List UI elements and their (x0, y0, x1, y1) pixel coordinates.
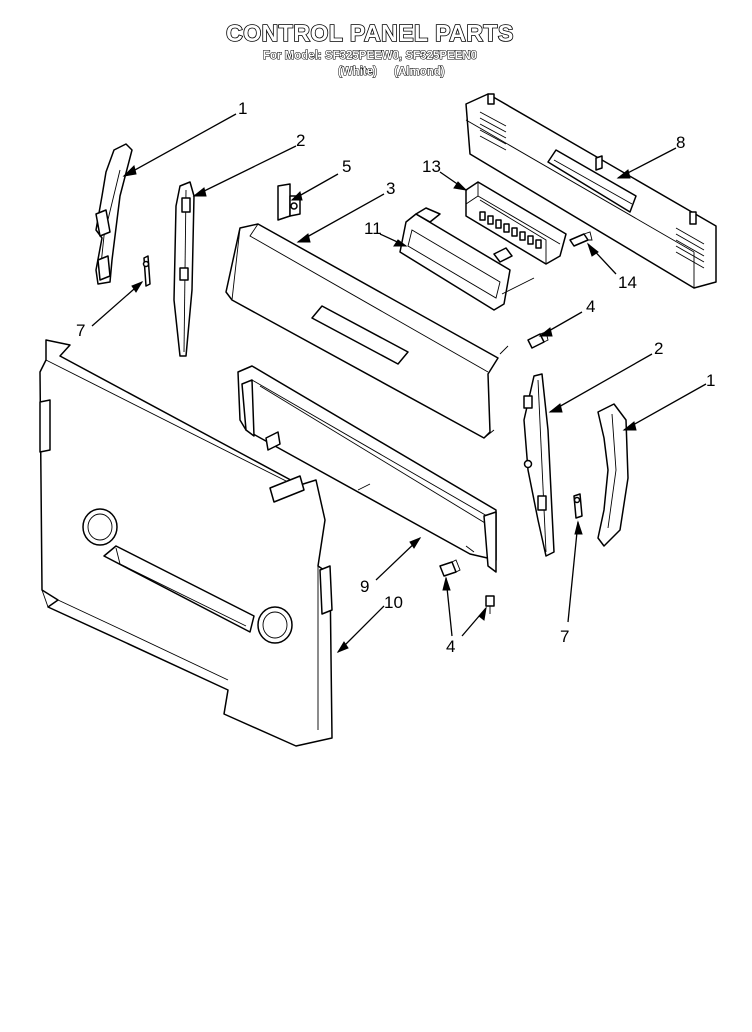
part-clock-module (465, 181, 567, 265)
callout-2-left: 2 (296, 131, 305, 150)
part-back-panel (39, 339, 333, 747)
page-title: CONTROL PANEL PARTS (225, 19, 514, 47)
part-end-cap-right (597, 403, 629, 547)
callout-14: 14 (618, 273, 637, 292)
part-display-bezel (399, 207, 513, 311)
callout-3: 3 (386, 179, 395, 198)
callout-13: 13 (422, 157, 441, 176)
callout-5: 5 (342, 157, 351, 176)
part-clip (277, 183, 301, 221)
callout-10: 10 (384, 593, 403, 612)
screw-4-bottom-a (439, 559, 461, 577)
leader-lines (91, 113, 707, 653)
variant-almond: (Almond) (394, 66, 445, 79)
part-vent-plate (465, 93, 717, 289)
part-side-bracket-right (523, 373, 555, 557)
callout-9: 9 (360, 577, 369, 596)
callout-labels: 1 2 5 3 13 8 11 14 7 4 2 1 9 10 4 7 (76, 99, 715, 656)
callout-4-top: 4 (586, 297, 595, 316)
part-spring-clip-right (573, 493, 583, 519)
screw-4-bottom-b (485, 595, 495, 614)
part-control-panel (225, 223, 499, 439)
color-variants: (White) (Almond) (338, 66, 459, 79)
variant-white: (White) (338, 66, 378, 79)
callout-8: 8 (676, 133, 685, 152)
part-spring-clip-left (142, 255, 151, 287)
callout-1-right: 1 (706, 371, 715, 390)
part-lower-trim (237, 365, 497, 573)
model-line: For Model: SF325PEEW0, SF325PEEN0 (262, 50, 478, 63)
callout-11: 11 (364, 219, 382, 238)
screw-14 (569, 231, 593, 247)
callout-1-left: 1 (238, 99, 247, 118)
leader-arrowheads (122, 165, 637, 654)
part-end-cap-left (95, 143, 133, 285)
callout-4-bottom: 4 (446, 637, 455, 656)
callout-7-right: 7 (560, 627, 569, 646)
callout-7-left: 7 (76, 321, 85, 340)
part-side-bracket-left (173, 181, 195, 357)
callout-2-right: 2 (654, 339, 663, 358)
